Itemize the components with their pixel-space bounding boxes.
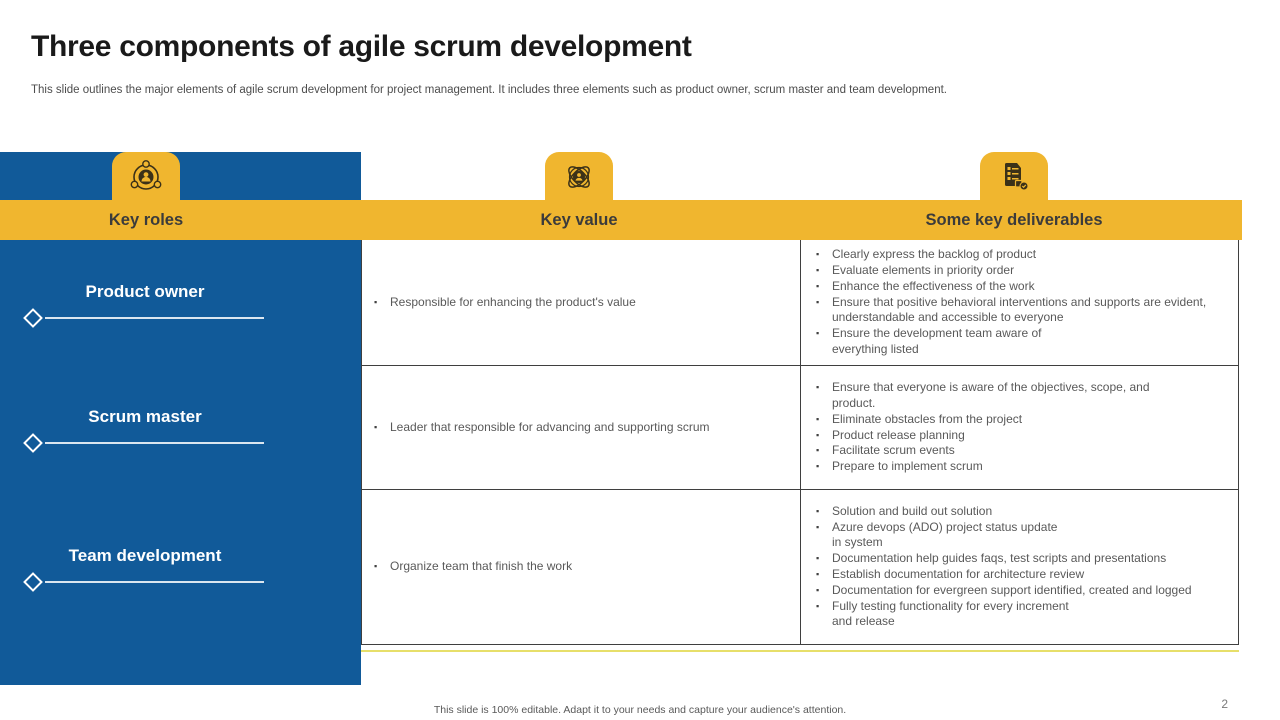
column-header-key-roles: Key roles [108,211,184,229]
column-header-some-key-deliverables: Some key deliverables [925,211,1103,229]
deliverable-item: Fully testing functionality for every in… [815,599,1230,631]
deliverable-item: Solution and build out solution [815,504,1230,520]
deliverables-cell-scrum-master: Ensure that everyone is aware of the obj… [800,366,1239,490]
column-header-key-value: Key value [540,211,618,229]
diamond-icon [23,307,43,328]
deliverables-list: Ensure that everyone is aware of the obj… [815,380,1230,475]
page-number: 2 [1221,697,1228,711]
value-cell-product-owner: Responsible for enhancing the product's … [361,240,800,366]
underline-rule [45,316,264,319]
deliverables-cell-team-development: Solution and build out solutionAzure dev… [800,490,1239,645]
deliverable-item: Evaluate elements in priority order [815,263,1230,279]
role-underline [23,572,264,592]
role-label: Team development [68,546,222,565]
value-cell-team-development: Organize team that finish the work [361,490,800,645]
role-label: Product owner [85,281,205,301]
checklist-clipboard-icon [1005,163,1029,191]
value-text: Leader that responsible for advancing an… [373,420,710,436]
deliverable-item: Eliminate obstacles from the project [815,412,1230,428]
header-band [0,200,1242,240]
roles-panel-background [0,152,361,685]
deliverable-item: Ensure the development team aware of eve… [815,326,1230,358]
deliverable-item: Azure devops (ADO) project status update… [815,520,1230,552]
diamond-icon [23,432,43,453]
deliverable-item: Documentation for evergreen support iden… [815,583,1230,599]
role-item-scrum-master: Scrum master [0,366,361,490]
value-cell-scrum-master: Leader that responsible for advancing an… [361,366,800,490]
deliverable-item: Enhance the effectiveness of the work [815,279,1230,295]
deliverable-item: Documentation help guides faqs, test scr… [815,551,1230,567]
deliverable-item: Ensure that everyone is aware of the obj… [815,380,1230,412]
atom-person-icon [568,166,590,188]
deliverable-item: Prepare to implement scrum [815,459,1230,475]
role-item-team-development: Team development [0,490,361,645]
value-text: Responsible for enhancing the product's … [373,295,636,311]
role-label: Scrum master [88,406,202,426]
deliverables-cell-product-owner: Clearly express the backlog of productEv… [800,240,1239,366]
deliverables-list: Clearly express the backlog of productEv… [815,247,1230,358]
role-item-product-owner: Product owner [0,240,361,366]
deliverable-item: Clearly express the backlog of product [815,247,1230,263]
underline-rule [45,581,264,583]
table-bottom-accent-line [361,650,1239,652]
role-underline [23,432,264,453]
diamond-icon [23,572,43,592]
page-title: Three components of agile scrum developm… [31,30,692,63]
tab-key-roles [112,152,180,206]
slide-subtitle: This slide outlines the major elements o… [31,84,947,96]
role-underline [23,307,264,328]
deliverables-list: Solution and build out solutionAzure dev… [815,504,1230,630]
footer-note: This slide is 100% editable. Adapt it to… [433,704,847,716]
underline-rule [45,441,264,444]
deliverable-item: Product release planning [815,428,1230,444]
value-text: Organize team that finish the work [373,559,572,575]
team-management-icon [130,160,162,190]
tab-key-value [545,152,613,206]
deliverable-item: Ensure that positive behavioral interven… [815,295,1230,327]
deliverable-item: Facilitate scrum events [815,443,1230,459]
tab-some-key-deliverables [980,152,1048,206]
deliverable-item: Establish documentation for architecture… [815,567,1230,583]
